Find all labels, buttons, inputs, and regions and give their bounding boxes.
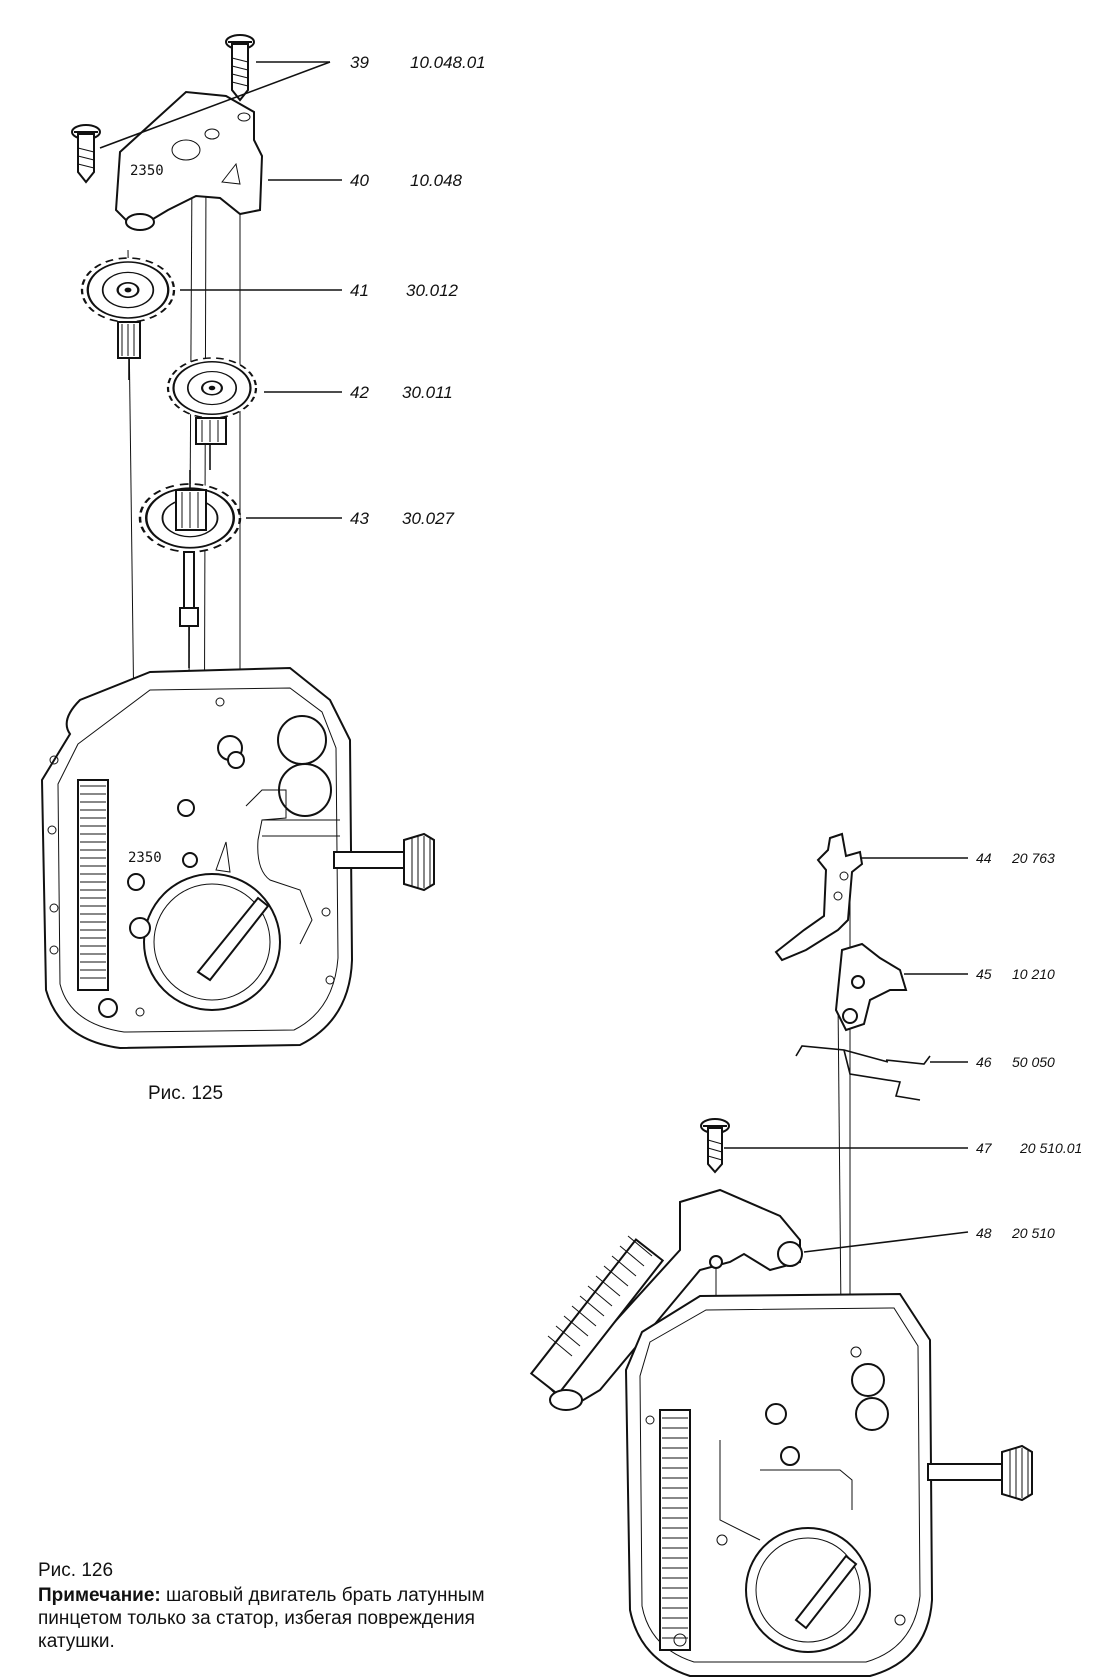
part-41-code: 30.012 <box>406 281 459 300</box>
part-44-number: 44 <box>976 850 992 866</box>
spring-45 <box>834 942 908 1032</box>
part-48-number: 48 <box>976 1225 992 1241</box>
part-45-number: 45 <box>976 966 992 982</box>
screw-39-top <box>225 34 255 102</box>
bridge-40 <box>114 90 264 223</box>
winding-crown-126 <box>927 1444 1033 1502</box>
bridge-stamp: 2350 <box>130 163 164 179</box>
part-39-number: 39 <box>350 53 369 72</box>
figure-125-labels: 39 10.048.01 40 10.048 41 30.012 42 30.0… <box>350 53 486 528</box>
part-41-number: 41 <box>350 281 369 300</box>
part-42-code: 30.011 <box>402 383 453 402</box>
figure-125-leaders <box>180 179 342 519</box>
part-46-code: 50 050 <box>1012 1054 1055 1070</box>
part-47-number: 47 <box>976 1140 993 1156</box>
part-44-code: 20 763 <box>1011 850 1055 866</box>
part-42-number: 42 <box>350 383 369 402</box>
figure-126-note: Примечание: шаговый двигатель брать лату… <box>38 1584 498 1653</box>
part-46-number: 46 <box>976 1054 992 1070</box>
part-40-code: 10.048 <box>410 171 463 190</box>
figure-126-leaders <box>724 857 969 1253</box>
gear-41 <box>80 256 176 324</box>
figure-126-drawing <box>529 832 1033 1677</box>
part-47-code: 20 510.01 <box>1019 1140 1082 1156</box>
movement-body: 2350 <box>40 666 354 1050</box>
movement-body-126 <box>624 1292 934 1677</box>
figure-125-caption: Рис. 125 <box>148 1083 224 1104</box>
part-43-number: 43 <box>350 509 369 528</box>
svg-text:2350: 2350 <box>128 850 162 866</box>
gear-42 <box>166 356 258 420</box>
lever-44 <box>774 832 864 962</box>
wire-46 <box>795 1045 931 1101</box>
figure-126-labels: 44 20 763 45 10 210 46 50 050 47 20 510.… <box>976 850 1082 1241</box>
part-40-number: 40 <box>350 171 369 190</box>
part-43-code: 30.027 <box>402 509 455 528</box>
part-39-code: 10.048.01 <box>410 53 486 72</box>
part-45-code: 10 210 <box>1012 966 1055 982</box>
figure-125-drawing: 2350 <box>40 34 435 1050</box>
winding-crown <box>333 832 435 892</box>
screw-39-left <box>71 124 101 184</box>
motor-48 <box>529 1188 803 1411</box>
note-text: шаговый двигатель брать латунным пинцето… <box>38 1585 485 1652</box>
note-label: Примечание: <box>38 1585 161 1606</box>
part-48-code: 20 510 <box>1011 1225 1055 1241</box>
screw-47 <box>700 1118 730 1174</box>
figure-126-caption: Рис. 126 <box>38 1560 114 1581</box>
